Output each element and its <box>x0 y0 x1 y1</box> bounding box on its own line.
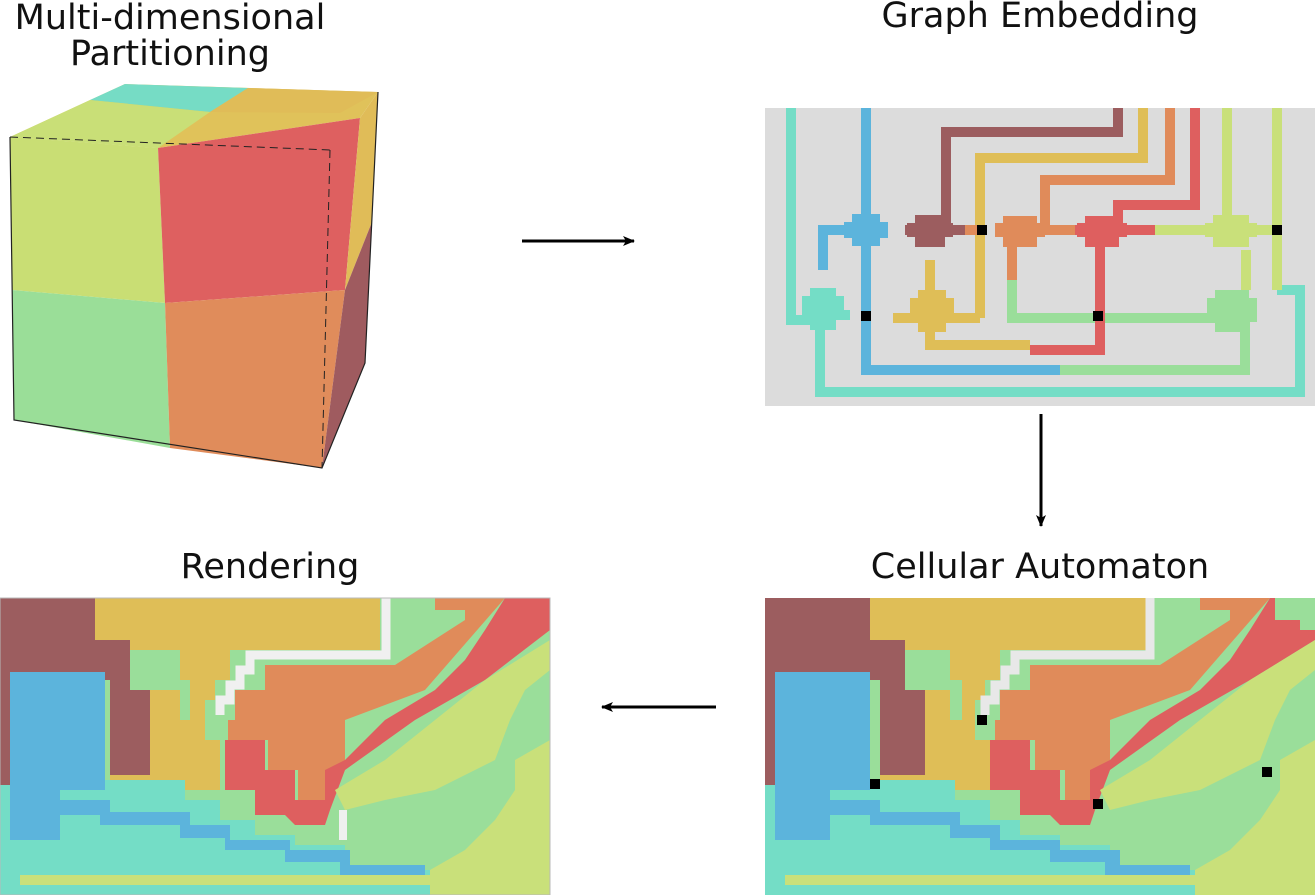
title-line-1: Multi-dimensional <box>14 0 326 38</box>
title-graph-embedding: Graph Embedding <box>881 0 1199 36</box>
title-line-2: Partitioning <box>70 34 270 74</box>
partition-cube <box>9 84 379 469</box>
cellular-automaton-panel <box>765 598 1315 895</box>
graph-embedding-panel <box>765 108 1315 406</box>
title-rendering: Rendering <box>180 547 360 587</box>
flow-arrows <box>522 236 1046 712</box>
title-cellular-automaton: Cellular Automaton <box>870 547 1210 587</box>
rendering-panel <box>0 597 551 895</box>
title-multidimensional-partitioning: Multi-dimensional Partitioning <box>0 0 340 72</box>
